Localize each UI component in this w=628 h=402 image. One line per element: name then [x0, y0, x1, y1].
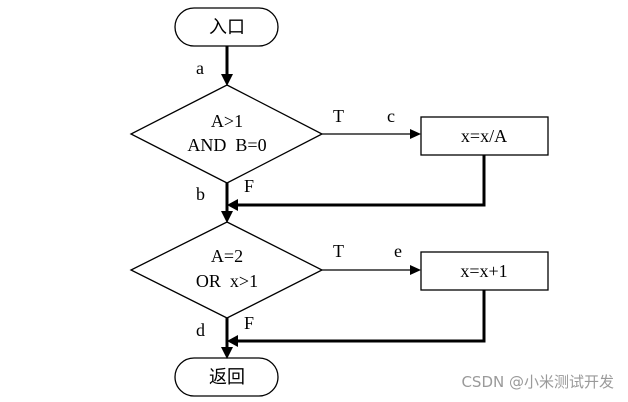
decision-2-line-2: OR x>1	[196, 271, 258, 291]
decision-1-line-1: A>1	[211, 111, 243, 131]
edge-label-f2: F	[244, 313, 254, 333]
edge-label-b: b	[196, 184, 205, 204]
decision-node-1: A>1 AND B=0	[129, 84, 324, 184]
exit-node: 返回	[174, 357, 279, 397]
exit-label: 返回	[209, 367, 245, 388]
decision-2-line-1: A=2	[211, 246, 243, 266]
edge-t2-arrowhead	[410, 265, 421, 275]
watermark: CSDN @小米测试开发	[461, 373, 614, 391]
process-box-2	[420, 251, 549, 291]
decision-1-line-2: AND B=0	[187, 135, 266, 155]
edge-label-t2: T	[333, 241, 344, 261]
edge-label-a: a	[196, 58, 204, 78]
edge-b-arrowhead	[221, 211, 233, 223]
edge-label-d: d	[196, 320, 205, 340]
edge-label-f1: F	[244, 176, 254, 196]
edge-t1-arrowhead	[410, 129, 421, 139]
edge-label-e: e	[394, 241, 402, 261]
merge-2-arrowhead	[227, 335, 238, 347]
edge-a-arrowhead	[221, 74, 233, 86]
entry-label: 入口	[209, 17, 245, 38]
entry-node: 入口	[174, 7, 279, 47]
process-2-label: x=x+1	[460, 261, 507, 281]
process-node-1: x=x/A	[420, 116, 549, 156]
edge-d-arrowhead	[221, 347, 233, 359]
edge-label-t1: T	[333, 106, 344, 126]
decision-diamond-2	[129, 221, 324, 319]
edge-label-c: c	[387, 106, 395, 126]
process-1-label: x=x/A	[461, 126, 507, 146]
process-node-2: x=x+1	[420, 251, 549, 291]
merge-1-line	[236, 155, 486, 207]
merge-1-arrowhead	[227, 199, 238, 211]
decision-node-2: A=2 OR x>1	[129, 221, 324, 319]
merge-2-line	[236, 290, 486, 343]
decision-diamond-1	[129, 84, 324, 184]
process-box-1	[420, 116, 549, 156]
